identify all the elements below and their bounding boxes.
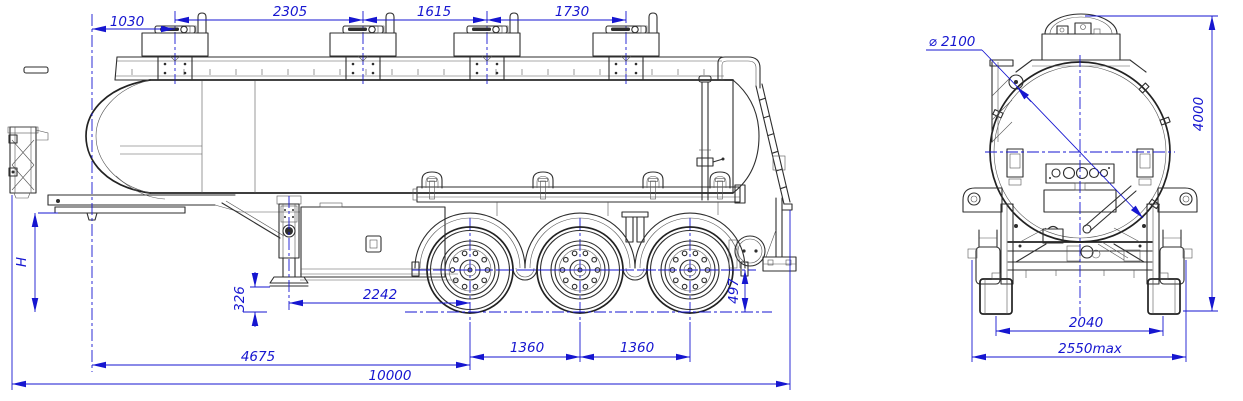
discharge-pipe	[696, 75, 725, 201]
dim-text-4675: 4675	[241, 349, 275, 365]
dim-overall-length: 10000	[12, 368, 790, 388]
rear-wheel-left	[979, 272, 1013, 315]
dim-kingpin-to-manhole1: 1030	[92, 14, 175, 33]
dim-text-326: 326	[232, 286, 248, 312]
fender-front-flap	[411, 261, 420, 277]
dim-text-1030: 1030	[110, 14, 144, 30]
discharge-chute	[1082, 185, 1137, 234]
suspension-left	[967, 229, 1001, 285]
dim-text-H: H	[14, 257, 30, 267]
air-tank	[728, 235, 766, 269]
dim-axle2-to-axle3: 1360	[580, 340, 690, 361]
dim-axle-ground-clearance: 497	[726, 270, 749, 312]
front-handle-pipe	[23, 66, 49, 74]
mud-flap	[728, 239, 738, 269]
fender-lamp-right	[1157, 187, 1198, 213]
dim-text-1360b: 1360	[620, 340, 654, 356]
tie-down-hoop-3	[642, 171, 664, 200]
dim-text-2242: 2242	[363, 287, 397, 303]
fender-lamp-left	[962, 187, 1003, 213]
rear-view	[962, 13, 1198, 316]
dim-leg-to-axle1: 2242	[289, 287, 470, 307]
rear-wheel-right	[1147, 272, 1181, 315]
dim-text-2550max: 2550max	[1058, 341, 1123, 357]
suspension-right	[1159, 229, 1193, 285]
gooseneck-frame	[47, 175, 300, 239]
tie-down-hoop-2	[532, 171, 554, 200]
dim-text-497: 497	[726, 278, 742, 304]
dim-text-4000: 4000	[1191, 97, 1207, 131]
dim-text-2040: 2040	[1069, 315, 1103, 331]
kingpin	[86, 212, 98, 221]
landing-gear-foot	[269, 276, 309, 284]
dim-overall-width: 2550max	[972, 341, 1186, 361]
dim-manhole1-to-2: 2305	[175, 4, 363, 24]
dim-kingpin-to-axle1: 4675	[92, 349, 470, 369]
toolbox	[300, 202, 458, 281]
dim-text-10000: 10000	[369, 368, 412, 384]
dim-axle1-to-axle2: 1360	[470, 340, 580, 361]
dim-text-1730: 1730	[555, 4, 589, 20]
front-frame-ladder	[7, 66, 49, 199]
dim-text-2305: 2305	[273, 4, 307, 20]
dim-overall-height: 4000	[1191, 15, 1216, 311]
rear-ladder	[755, 83, 793, 211]
dim-manhole2-to-3: 1615	[363, 4, 487, 24]
side-rail	[412, 184, 746, 216]
dim-track-width: 2040	[996, 315, 1163, 335]
dim-manhole3-to-4: 1730	[487, 4, 626, 24]
dim-landing-leg-clearance: 326	[232, 272, 259, 327]
walkway-rail	[114, 56, 761, 89]
dim-fifth-wheel-height: H	[14, 213, 39, 312]
manhole-dome-rear	[1015, 13, 1147, 73]
jack-holder-bracket	[621, 211, 649, 243]
tie-down-hoop-1	[421, 171, 443, 200]
tie-down-hoop-4	[709, 171, 731, 200]
dimension-layer: 1030 2305 1615 1730 H 326 2242 4	[11, 4, 1218, 390]
rear-bumper	[762, 197, 797, 272]
dim-tank-diameter: ⌀ 2100	[926, 34, 1144, 219]
manhole-3	[453, 10, 521, 85]
dim-text-diameter: ⌀ 2100	[929, 34, 976, 50]
side-view	[7, 10, 797, 323]
dim-text-1360a: 1360	[510, 340, 544, 356]
ladder-bracket-left	[989, 59, 1024, 143]
manhole-1	[141, 10, 209, 85]
dim-text-1615: 1615	[417, 4, 451, 20]
shell-pads	[1006, 148, 1154, 186]
walkway-grating-ticks	[131, 69, 705, 75]
